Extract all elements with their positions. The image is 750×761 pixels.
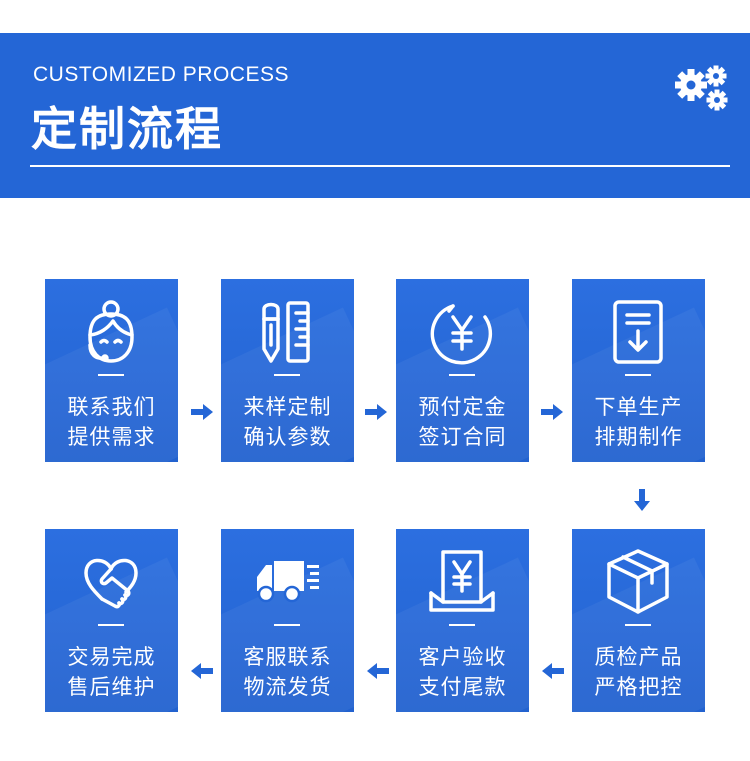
gears-icon [675, 65, 728, 111]
step-card-aftersales: 交易完成 售后维护 [45, 529, 178, 712]
step-card-acceptance: 客户验收 支付尾款 [396, 529, 529, 712]
step-divider [274, 374, 300, 376]
step-title: 预付定金 [418, 395, 507, 419]
step-subtitle: 售后维护 [67, 675, 156, 699]
step-divider [98, 374, 124, 376]
step-divider [625, 374, 651, 376]
step-title: 交易完成 [67, 645, 156, 669]
step-subtitle: 排期制作 [594, 425, 683, 449]
step-card-shipping: 客服联系 物流发货 [221, 529, 354, 712]
step-divider [449, 374, 475, 376]
arrow-right-icon [540, 403, 564, 421]
step-subtitle: 确认参数 [243, 425, 332, 449]
arrow-down-icon [633, 488, 651, 512]
step-title: 客户验收 [418, 645, 507, 669]
document-download-icon [613, 300, 663, 364]
step-card-inspection: 质检产品 严格把控 [572, 529, 705, 712]
step-title: 联系我们 [67, 395, 156, 419]
step-divider [449, 624, 475, 626]
step-divider [274, 624, 300, 626]
pen-ruler-icon [262, 301, 310, 363]
step-title: 来样定制 [243, 395, 332, 419]
heart-handshake-icon [84, 558, 138, 609]
header-banner: CUSTOMIZED PROCESS 定制流程 [0, 33, 750, 198]
step-title: 客服联系 [243, 645, 332, 669]
yuan-coin-icon [430, 304, 493, 365]
arrow-left-icon [541, 662, 565, 680]
step-title: 质检产品 [594, 645, 683, 669]
step-subtitle: 严格把控 [594, 675, 683, 699]
arrow-right-icon [364, 403, 388, 421]
step-subtitle: 支付尾款 [418, 675, 507, 699]
arrow-right-icon [190, 403, 214, 421]
yuan-receipt-icon [429, 550, 495, 612]
arrow-left-icon [190, 662, 214, 680]
package-box-icon [607, 549, 669, 614]
step-card-production: 下单生产 排期制作 [572, 279, 705, 462]
header-divider [30, 165, 730, 167]
page-title: 定制流程 [31, 102, 223, 156]
header-subtitle: CUSTOMIZED PROCESS [33, 63, 289, 86]
step-card-sample: 来样定制 确认参数 [221, 279, 354, 462]
arrow-left-icon [366, 662, 390, 680]
delivery-truck-icon [257, 561, 319, 603]
step-subtitle: 物流发货 [243, 675, 332, 699]
step-card-deposit: 预付定金 签订合同 [396, 279, 529, 462]
step-subtitle: 提供需求 [67, 425, 156, 449]
step-divider [625, 624, 651, 626]
customer-service-icon [88, 300, 134, 363]
step-divider [98, 624, 124, 626]
step-card-contact: 联系我们 提供需求 [45, 279, 178, 462]
step-subtitle: 签订合同 [418, 425, 507, 449]
step-title: 下单生产 [594, 395, 683, 419]
